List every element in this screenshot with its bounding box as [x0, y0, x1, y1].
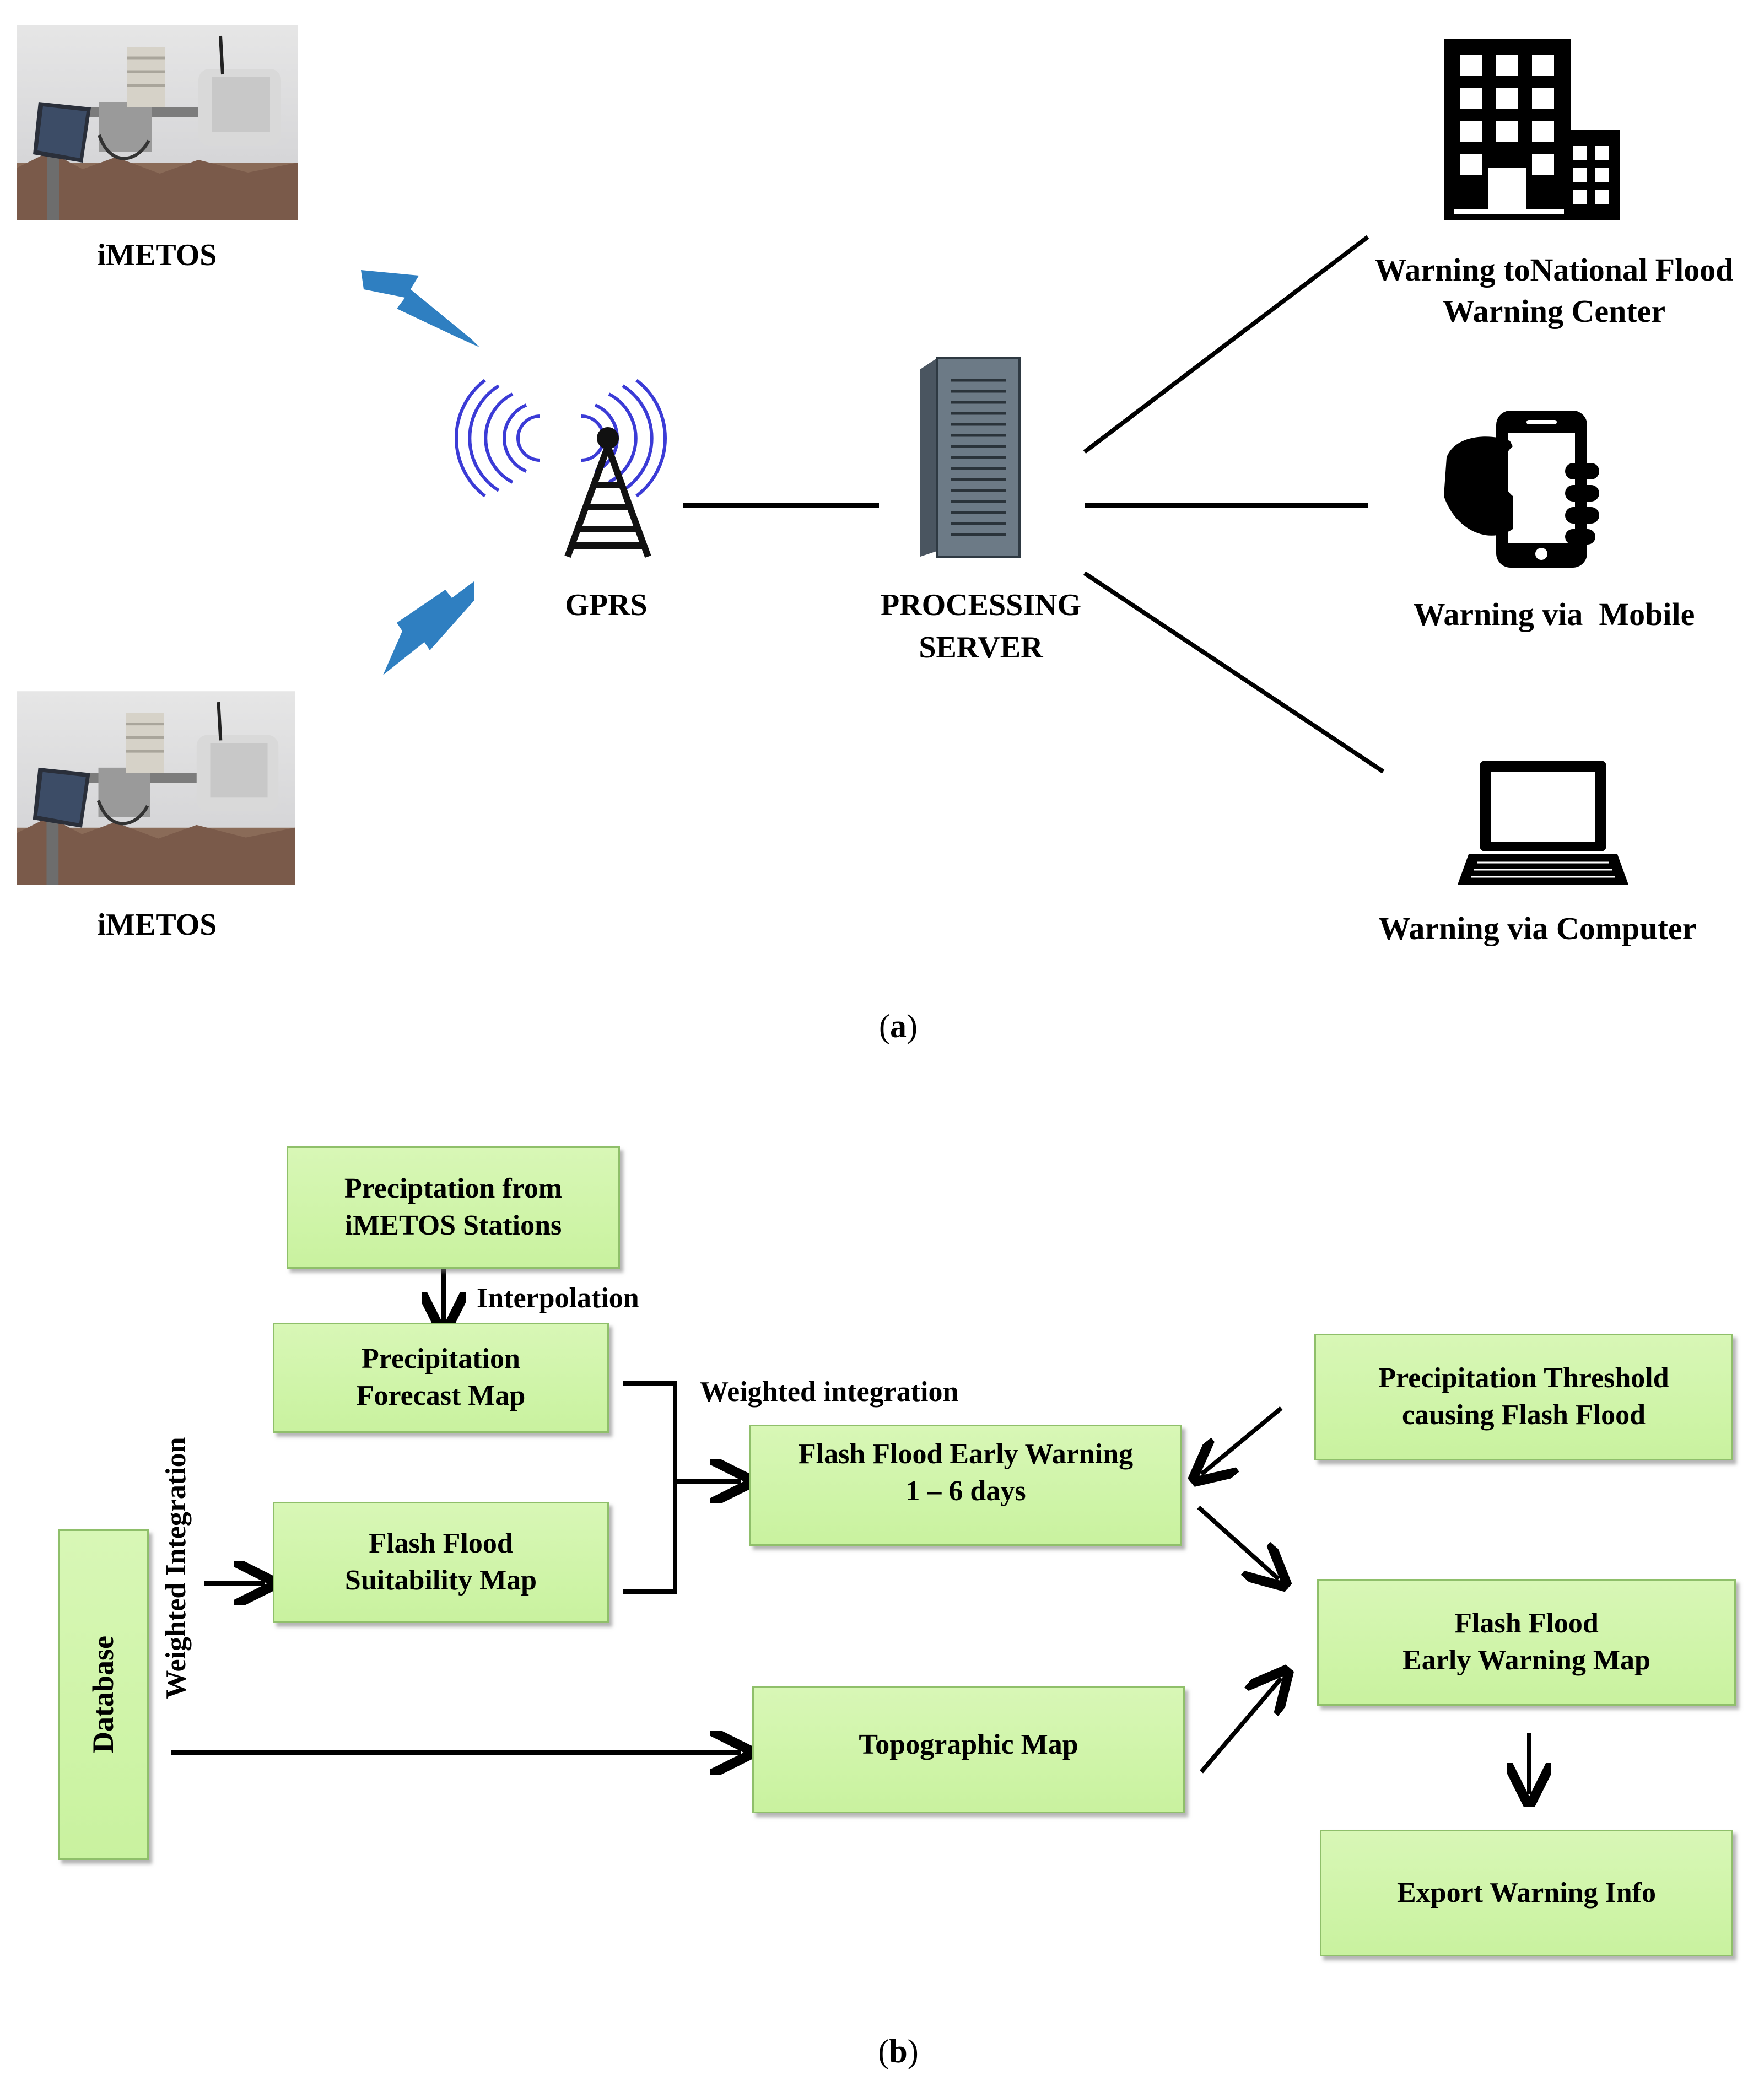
- imetos-label-bottom: iMETOS: [97, 908, 217, 942]
- box-topographic-map: Topographic Map: [752, 1686, 1185, 1813]
- server-to-computer-link: [1083, 571, 1385, 774]
- imetos-label-top: iMETOS: [97, 238, 217, 272]
- box-early-warning-map: Flash Flood Early Warning Map: [1317, 1579, 1736, 1706]
- box-precipitation-threshold: Precipitation Threshold causing Flash Fl…: [1314, 1334, 1733, 1460]
- weighted-integration-label: Weighted integration: [700, 1376, 959, 1408]
- arrow-early-warning-to-map: [1197, 1506, 1279, 1579]
- imetos-station-photo-top: [17, 25, 298, 220]
- imetos-station-photo-bottom: [17, 689, 295, 887]
- bracket-forecast-suitability: [623, 1381, 677, 1594]
- lightning-icon-bottom: [383, 581, 474, 675]
- output-center-label-line2: Warning Center: [1442, 293, 1666, 329]
- server-icon: [920, 357, 1021, 558]
- box-precipitation-forecast-map: Precipitation Forecast Map: [273, 1323, 609, 1433]
- weighted-integration-vertical-label: Weighted Integration: [160, 1437, 192, 1699]
- building-icon: [1444, 39, 1620, 220]
- caption-b: (b): [878, 2033, 919, 2069]
- server-label-line2: SERVER: [919, 630, 1043, 665]
- output-computer-label: Warning via Computer: [1378, 910, 1697, 946]
- lightning-icon-top: [361, 270, 479, 347]
- output-center-label-line1: Warning toNational Flood: [1374, 252, 1734, 288]
- box-precipitation-stations: Preciptation from iMETOS Stations: [287, 1146, 620, 1269]
- box-export-warning-info: Export Warning Info: [1320, 1830, 1733, 1956]
- mobile-icon: [1444, 411, 1599, 568]
- gprs-label: GPRS: [565, 588, 648, 622]
- interpolation-label: Interpolation: [477, 1282, 639, 1314]
- laptop-icon: [1458, 761, 1628, 885]
- caption-a: (a): [879, 1008, 918, 1044]
- output-mobile-label: Warning via Mobile: [1413, 596, 1695, 632]
- database-label: Database: [86, 1636, 120, 1754]
- server-to-center-link: [1083, 235, 1369, 454]
- antenna-tower-icon: [454, 379, 667, 558]
- box-early-warning: Flash Flood Early Warning 1 – 6 days: [749, 1425, 1182, 1546]
- box-suitability-map: Flash Flood Suitability Map: [273, 1502, 609, 1623]
- arrow-threshold-to-early-warning: [1201, 1406, 1283, 1474]
- box-database: Database: [58, 1529, 149, 1860]
- server-label-line1: PROCESSING: [880, 588, 1082, 622]
- arrow-topographic-to-map: [1199, 1678, 1281, 1774]
